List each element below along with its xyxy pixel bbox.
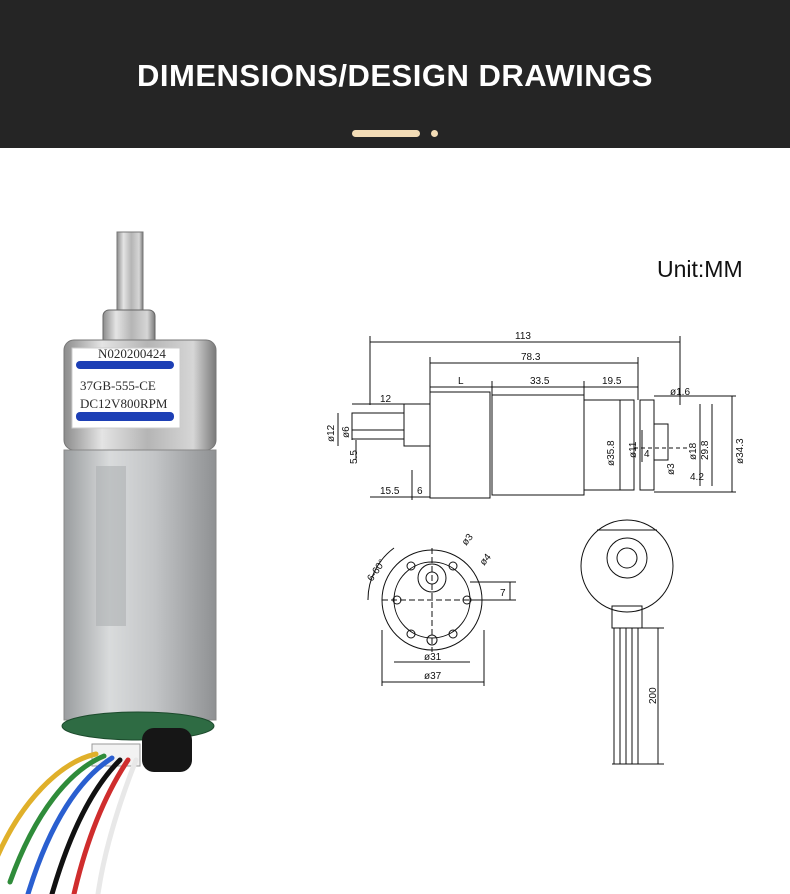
dim-body-diameter: ø35.8: [606, 440, 617, 466]
motor-photo: N020200424 37GB-555-CE DC12V800RPM: [0, 231, 217, 894]
decorative-bar: [352, 130, 420, 137]
motor-label-serial: N020200424: [98, 346, 166, 361]
dim-shaft-offset: 7: [500, 588, 506, 599]
dim-shaft-length: 12: [380, 394, 392, 405]
header-banner: DIMENSIONS/DESIGN DRAWINGS: [0, 0, 790, 148]
rear-view-cable: [612, 628, 642, 765]
dim-mount-angle: 6-60°: [365, 558, 388, 584]
side-shaft-outline: [351, 412, 405, 440]
dim-shaft-extension: 15.5: [380, 486, 400, 497]
dim-bearing-diameter: ø11: [628, 441, 639, 458]
dim-encoder-offset: 4.2: [690, 472, 704, 483]
dim-collar-length: 6: [417, 486, 423, 497]
side-motor-outline: [491, 394, 585, 496]
dim-bolt-circle: ø31: [424, 652, 442, 663]
motor-body: [63, 449, 217, 721]
decorative-dot: [431, 130, 438, 137]
dim-hole-small: ø3: [460, 532, 476, 548]
dim-collar-diameter: ø12: [326, 424, 337, 442]
dim-bearing-gap: 4: [644, 449, 650, 460]
dim-outer-diameter: ø37: [424, 671, 442, 682]
dim-body-length: 78.3: [521, 352, 541, 363]
dim-pin-diameter: ø3: [666, 463, 677, 475]
side-encoder-outline: [583, 399, 635, 491]
motor-label-spec: DC12V800RPM: [80, 396, 168, 411]
dim-motor-length: 33.5: [530, 376, 550, 387]
side-gearbox-outline: [429, 391, 491, 499]
dim-encoder-diameter: ø18: [688, 442, 699, 460]
dim-gearbox-length: L: [458, 376, 464, 387]
dim-encoder-pin: ø1.6: [670, 387, 690, 398]
rear-view-connector: [611, 605, 643, 629]
dim-shaft-diameter: ø6: [341, 426, 352, 438]
side-collar-outline: [403, 403, 431, 447]
dim-encoder-length: 19.5: [602, 376, 622, 387]
motor-label-stripe-top: [76, 361, 174, 369]
page-title: DIMENSIONS/DESIGN DRAWINGS: [137, 58, 653, 93]
dim-hole-large: ø4: [478, 552, 494, 568]
encoder-cap: [142, 728, 192, 772]
motor-body-groove: [96, 466, 126, 626]
dim-cable-length: 200: [648, 687, 659, 704]
dim-overall-length: 113: [515, 331, 531, 342]
motor-label-stripe-bottom: [76, 412, 174, 421]
dim-encoder-height: 29.8: [700, 440, 711, 460]
encoder-wires: [0, 751, 139, 894]
rear-view-outer: [580, 519, 674, 613]
dim-encoder-outer: ø34.3: [735, 438, 746, 464]
dim-flat-depth: 5.5: [349, 450, 360, 464]
motor-label-model: 37GB-555-CE: [80, 378, 156, 393]
unit-label: Unit:MM: [657, 256, 743, 282]
